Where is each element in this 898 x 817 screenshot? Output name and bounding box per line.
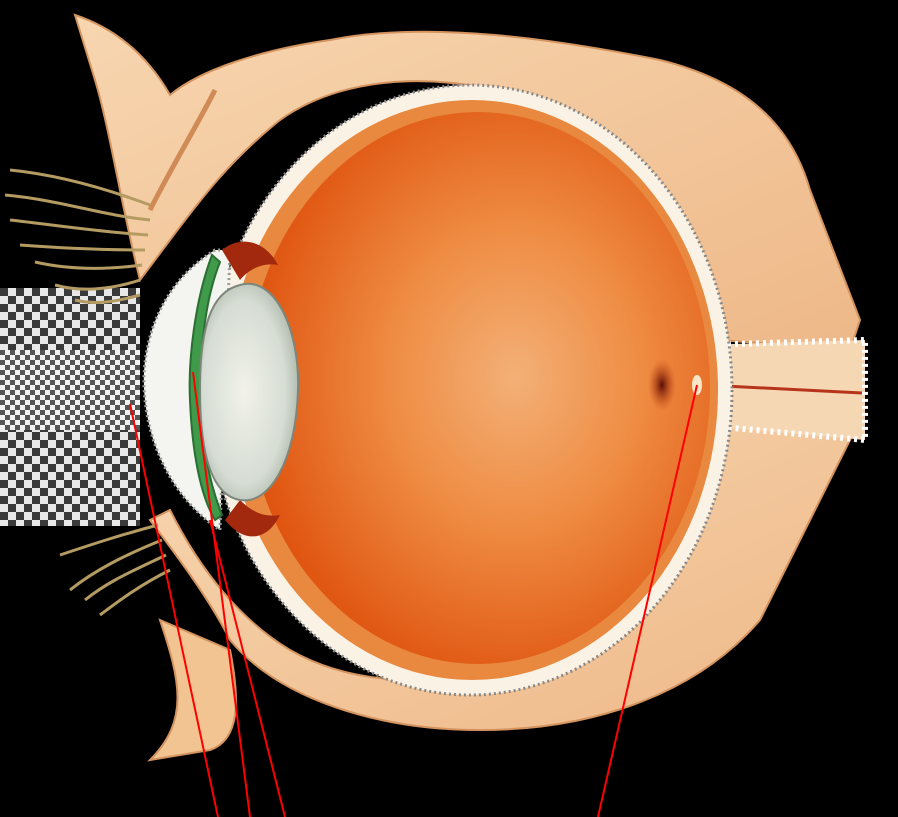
vitreous-body (246, 112, 710, 664)
fovea (648, 359, 676, 411)
checkerboard-stimulus (0, 288, 140, 526)
